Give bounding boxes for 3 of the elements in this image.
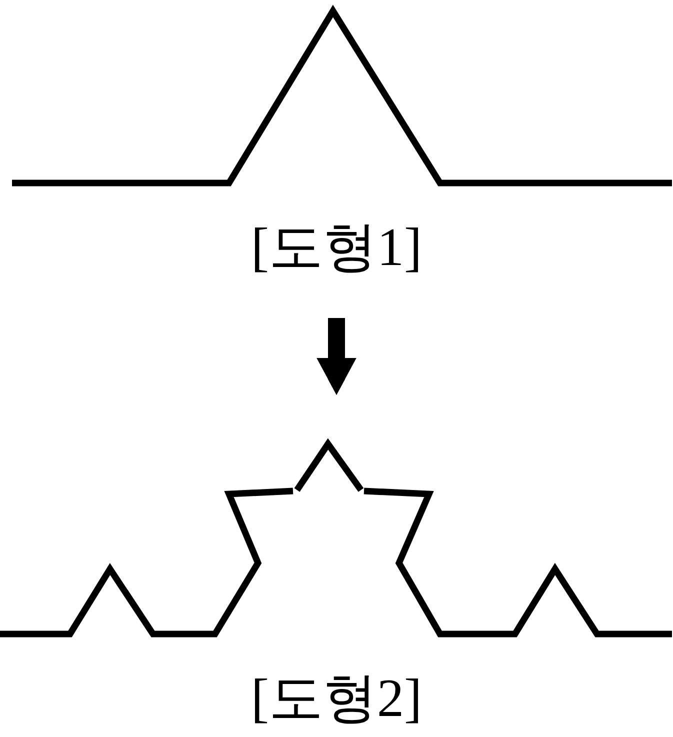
arrow — [316, 318, 356, 395]
figure-caption: [도형1] — [251, 220, 422, 274]
figure-caption: [도형2] — [251, 671, 422, 725]
